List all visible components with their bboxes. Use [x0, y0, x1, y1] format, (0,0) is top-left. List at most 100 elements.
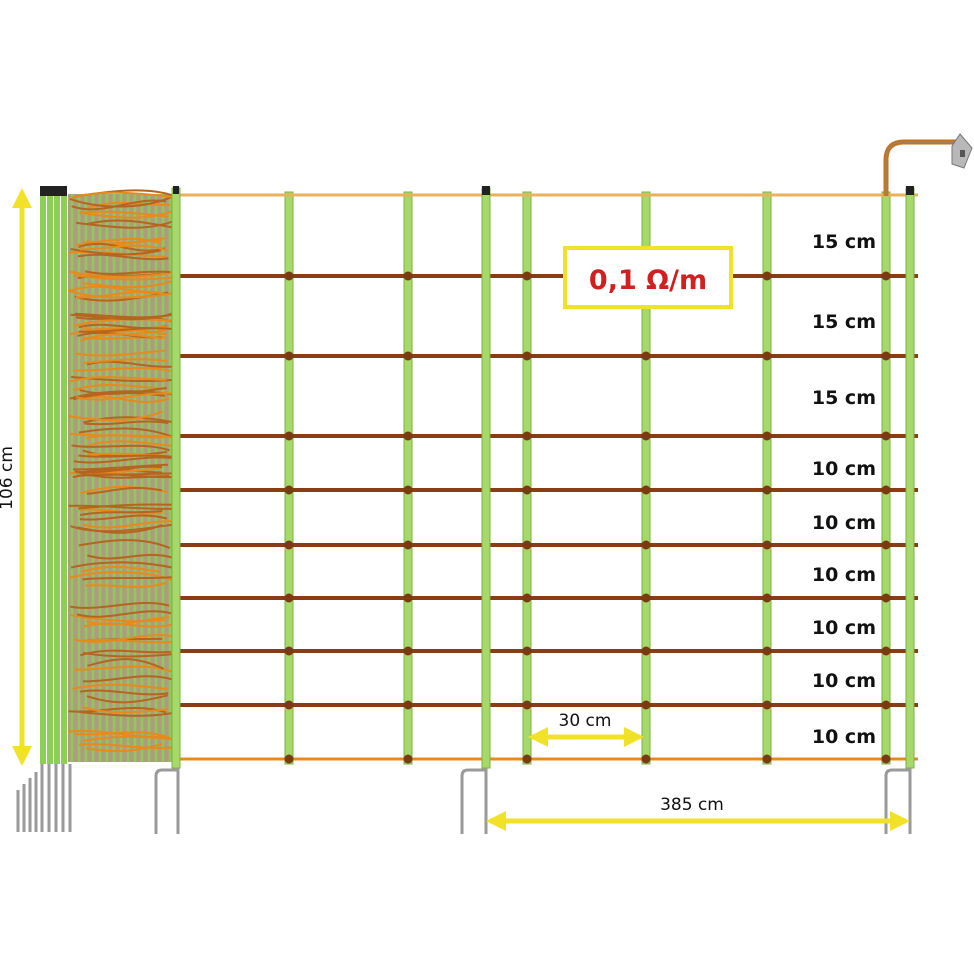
- roll-wire: [71, 191, 173, 199]
- roll-wire: [82, 651, 177, 658]
- roll-wire: [82, 706, 169, 714]
- wire-spacing-label: 15 cm: [812, 387, 876, 409]
- wire-knot: [762, 700, 772, 710]
- wire-knot: [403, 271, 413, 281]
- roll-wire: [76, 610, 172, 618]
- roll-wire: [73, 463, 169, 471]
- roll-wire: [82, 416, 174, 424]
- roll-wire: [80, 333, 163, 342]
- roll-wire: [70, 248, 161, 256]
- wire-knot: [762, 646, 772, 656]
- roll-wire: [79, 514, 168, 521]
- wire-knot: [641, 431, 651, 441]
- wire-spacing-label: 10 cm: [812, 564, 876, 586]
- roll-wire: [82, 675, 174, 683]
- wire-knot: [641, 646, 651, 656]
- wire-spacing-label: 10 cm: [812, 458, 876, 480]
- roll-wire: [75, 392, 174, 401]
- wire-knot: [522, 271, 532, 281]
- wire-knot: [284, 754, 294, 764]
- roll-wire: [73, 634, 174, 643]
- roll-wire: [79, 689, 169, 696]
- height-label: 106 cm: [0, 446, 17, 510]
- roll-wire: [84, 420, 169, 426]
- roll-wire: [71, 376, 179, 383]
- post-distance-dimension: 385 cm: [486, 795, 910, 831]
- resistance-label: 0,1 Ω/m: [563, 246, 733, 309]
- roll-wire: [81, 565, 161, 573]
- resistance-text: 0,1 Ω/m: [589, 265, 707, 296]
- roll-wire: [72, 383, 165, 392]
- roll-wire: [86, 434, 164, 440]
- wire-knot: [881, 646, 891, 656]
- roll-wire: [74, 349, 165, 357]
- roll-wire: [70, 614, 166, 623]
- roll-wire: [74, 312, 175, 319]
- roll-wire: [86, 219, 180, 230]
- wire-knot: [403, 700, 413, 710]
- post-bundle: [16, 186, 72, 832]
- vertical-strut: [522, 191, 532, 765]
- roll-wire: [75, 290, 166, 299]
- wire-knot: [403, 646, 413, 656]
- roll-wire: [79, 209, 175, 219]
- wire-spacing-label: 10 cm: [812, 512, 876, 534]
- vertical-strut: [284, 191, 294, 765]
- wire-knot: [403, 485, 413, 495]
- wire-knot: [284, 593, 294, 603]
- roll-wire: [74, 465, 163, 474]
- wire-knot: [641, 351, 651, 361]
- roll-wire: [79, 743, 174, 749]
- wire-knot: [762, 431, 772, 441]
- roll-wire: [86, 616, 170, 626]
- roll-wire: [77, 253, 169, 261]
- roll-wire: [68, 285, 162, 296]
- wire-knot: [522, 593, 532, 603]
- wire-knot: [762, 593, 772, 603]
- roll-wire: [80, 509, 163, 516]
- roll-wire: [78, 710, 181, 717]
- roll-wire: [69, 376, 167, 383]
- roll-wire: [78, 539, 171, 549]
- wire-knot: [522, 351, 532, 361]
- roll-wire: [86, 694, 168, 704]
- horizontal-wires: [171, 193, 918, 764]
- vertical-strut: [641, 191, 651, 765]
- roll-wire: [73, 456, 180, 464]
- roll-wire: [68, 410, 163, 422]
- roll-wire: [83, 622, 175, 628]
- wire-knot: [284, 351, 294, 361]
- wire-knot: [403, 431, 413, 441]
- roll-wire: [86, 742, 163, 753]
- wire-knot: [762, 754, 772, 764]
- roll-wire: [87, 658, 164, 670]
- wire-knot: [762, 485, 772, 495]
- vertical-strut: [762, 191, 772, 765]
- roll-wire: [78, 503, 176, 510]
- wire-knot: [881, 431, 891, 441]
- post-right: [884, 186, 915, 834]
- roll-wire: [78, 327, 174, 333]
- roll-wire: [82, 575, 179, 581]
- wire-knot: [881, 485, 891, 495]
- roll-wire: [79, 244, 167, 252]
- roll-wire: [79, 386, 167, 395]
- roll-wire: [69, 602, 170, 609]
- roll-wire: [84, 237, 162, 245]
- wire-knot: [641, 540, 651, 550]
- roll-wire: [87, 553, 174, 560]
- roll-wire: [74, 291, 169, 302]
- wire-knot: [403, 593, 413, 603]
- roll-wire: [86, 486, 162, 495]
- wire-knot: [881, 351, 891, 361]
- roll-wire: [83, 520, 180, 529]
- roll-wire: [75, 470, 170, 479]
- wire-knot: [284, 431, 294, 441]
- vertical-strut: [403, 191, 413, 765]
- roll-wire: [84, 270, 171, 275]
- wire-knot: [881, 754, 891, 764]
- wire-knot: [522, 431, 532, 441]
- wire-knot: [403, 351, 413, 361]
- wire-knot: [284, 540, 294, 550]
- wire-knot: [284, 646, 294, 656]
